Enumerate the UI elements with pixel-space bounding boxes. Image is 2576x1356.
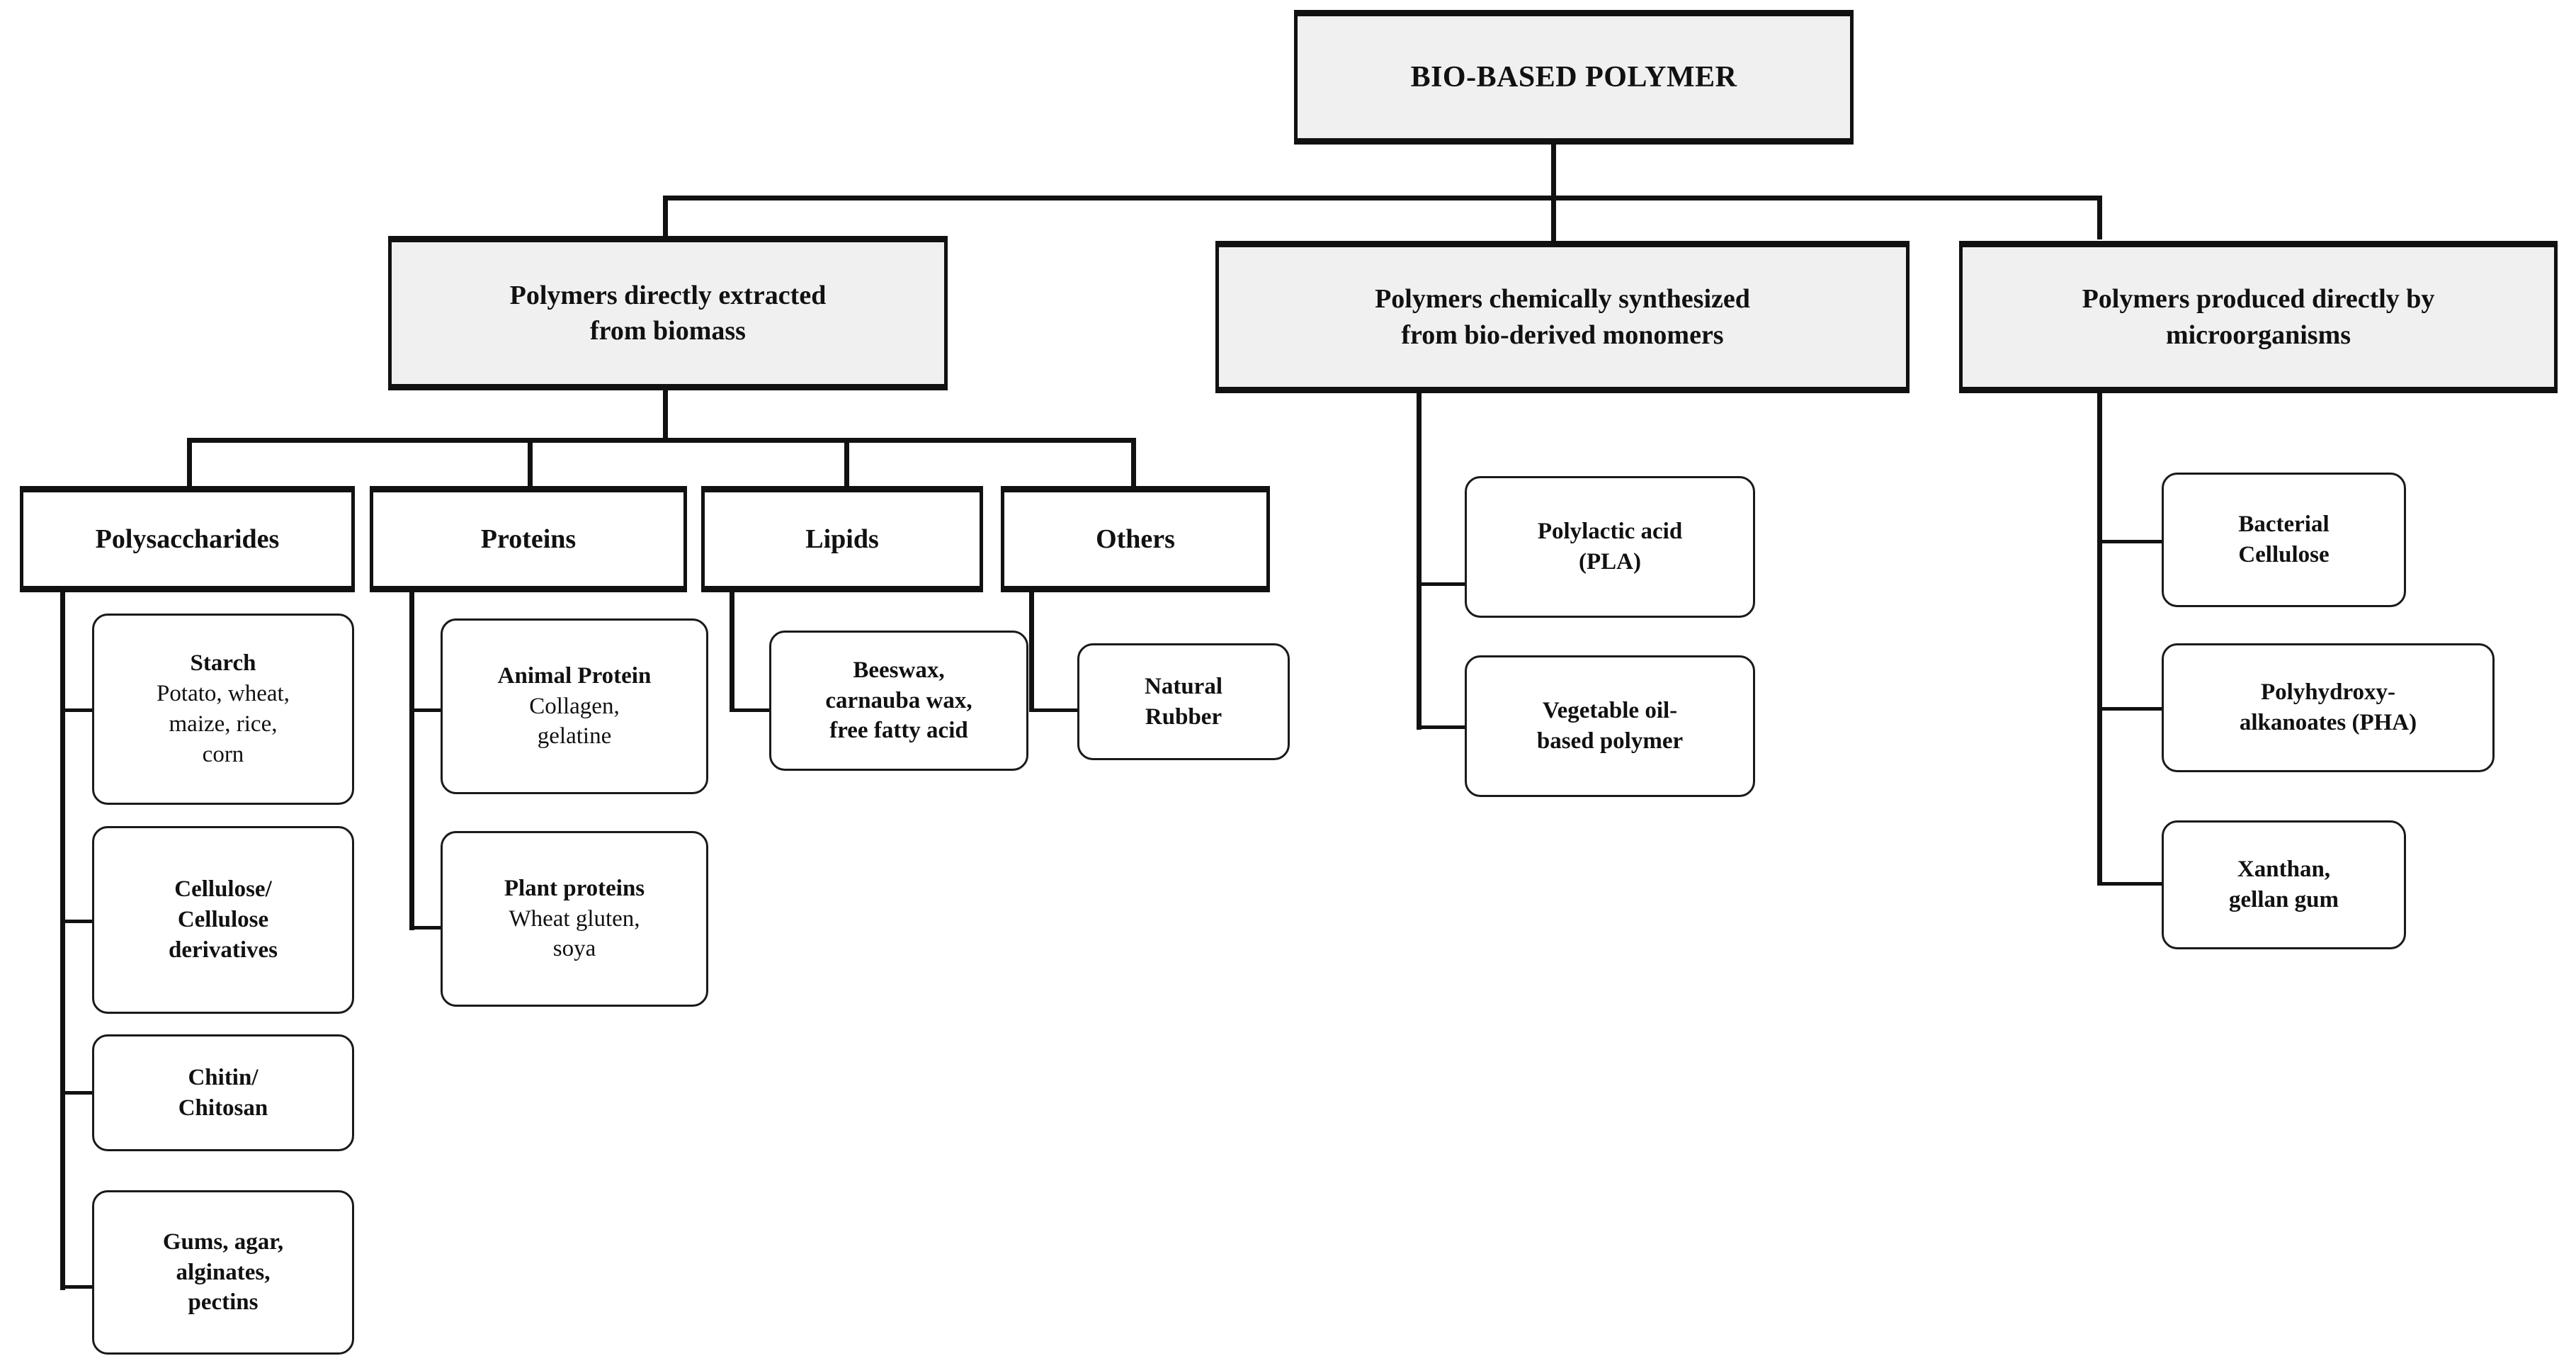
connector-spine-others	[1029, 590, 1034, 711]
leaf-starch[interactable]: Starch Potato, wheat, maize, rice, corn	[92, 614, 354, 805]
connector-stub-pla	[1417, 582, 1466, 586]
leaf-animal-protein-detail-line1: Collagen,	[529, 693, 620, 719]
leaf-plant-proteins[interactable]: Plant proteins Wheat gluten, soya	[441, 831, 708, 1007]
leaf-vegetable-oil-line1: Vegetable oil-	[1542, 698, 1678, 724]
leaf-plant-proteins-heading: Plant proteins	[504, 875, 645, 901]
leaf-beeswax-line1: Beeswax,	[853, 657, 945, 683]
leaf-polylactic-acid-line1: Polylactic acid	[1537, 519, 1683, 545]
connector-root-drop	[1551, 139, 1556, 200]
node-subcategory-others-label: Others	[1096, 524, 1175, 554]
leaf-animal-protein-detail-line2: gelatine	[537, 723, 612, 750]
leaf-starch-detail-line1: Potato, wheat,	[157, 681, 290, 707]
leaf-vegetable-oil-polymer[interactable]: Vegetable oil- based polymer	[1465, 655, 1755, 797]
connector-drop-polysaccharides	[187, 438, 192, 487]
node-subcategory-proteins[interactable]: Proteins	[370, 486, 687, 592]
leaf-plant-proteins-detail-line1: Wheat gluten,	[509, 905, 640, 932]
connector-stub-plant-proteins	[409, 926, 449, 930]
leaf-cellulose-line2: Cellulose	[177, 907, 269, 933]
leaf-gums-line2: alginates,	[176, 1259, 271, 1285]
connector-spine-polysaccharides	[60, 590, 65, 1290]
connector-stub-xanthan	[2097, 882, 2163, 886]
node-subcategory-proteins-label: Proteins	[480, 524, 577, 554]
connector-drop-others	[1131, 438, 1136, 487]
connector-stub-gums	[60, 1285, 100, 1289]
leaf-starch-detail-line3: corn	[202, 741, 244, 767]
connector-stub-starch	[60, 708, 100, 712]
leaf-starch-detail-line2: maize, rice,	[169, 711, 278, 737]
connector-drop-lipids	[844, 438, 849, 487]
leaf-natural-rubber[interactable]: Natural Rubber	[1077, 643, 1290, 760]
leaf-natural-rubber-line2: Rubber	[1145, 704, 1222, 730]
node-root-bio-based-polymer[interactable]: BIO-BASED POLYMER	[1294, 10, 1854, 145]
node-category-extracted-from-biomass[interactable]: Polymers directly extracted from biomass	[388, 236, 948, 390]
leaf-animal-protein-heading: Animal Protein	[497, 662, 652, 689]
node-subcategory-lipids-label: Lipids	[805, 524, 879, 554]
leaf-cellulose-line3: derivatives	[169, 937, 278, 963]
node-subcategory-others[interactable]: Others	[1001, 486, 1270, 592]
connector-spine-synthesized	[1417, 390, 1422, 730]
leaf-gums-line1: Gums, agar,	[162, 1228, 284, 1255]
connector-stub-chitin	[60, 1091, 100, 1095]
node-subcategory-polysaccharides-label: Polysaccharides	[95, 524, 280, 554]
node-category-produced-by-microorganisms[interactable]: Polymers produced directly by microorgan…	[1959, 241, 2558, 393]
connector-drop-cat2	[1551, 196, 1556, 244]
connector-spine-lipids	[730, 590, 734, 711]
leaf-cellulose[interactable]: Cellulose/ Cellulose derivatives	[92, 826, 354, 1014]
leaf-cellulose-line1: Cellulose/	[174, 876, 272, 903]
connector-spine-proteins	[409, 590, 414, 930]
leaf-bacterial-cellulose-line1: Bacterial	[2238, 512, 2330, 538]
connector-drop-cat3	[2097, 196, 2102, 239]
leaf-beeswax-line3: free fatty acid	[829, 718, 968, 744]
node-category-synthesized-line2: from bio-derived monomers	[1401, 320, 1724, 350]
node-subcategory-polysaccharides[interactable]: Polysaccharides	[20, 486, 355, 592]
leaf-plant-proteins-detail-line2: soya	[552, 936, 596, 962]
leaf-pha-line2: alkanoates (PHA)	[2239, 710, 2417, 735]
leaf-polylactic-acid-line2: (PLA)	[1579, 549, 1641, 575]
leaf-vegetable-oil-line2: based polymer	[1536, 728, 1684, 754]
leaf-beeswax[interactable]: Beeswax, carnauba wax, free fatty acid	[769, 631, 1028, 771]
node-category-chemically-synthesized[interactable]: Polymers chemically synthesized from bio…	[1215, 241, 1910, 393]
node-category-microorganisms-line1: Polymers produced directly by	[2082, 284, 2435, 315]
connector-stub-bacterial-cellulose	[2097, 540, 2163, 543]
connector-stub-natural-rubber	[1029, 708, 1079, 712]
connector-level2-bus	[187, 438, 1136, 443]
leaf-beeswax-line2: carnauba wax,	[825, 687, 972, 713]
connector-level1-bus	[663, 196, 2102, 200]
node-category-extracted-line1: Polymers directly extracted	[509, 280, 827, 310]
leaf-chitin-line1: Chitin/	[188, 1064, 259, 1090]
leaf-xanthan-gellan-gum[interactable]: Xanthan, gellan gum	[2162, 820, 2406, 949]
node-category-synthesized-line1: Polymers chemically synthesized	[1375, 284, 1750, 315]
leaf-natural-rubber-line1: Natural	[1145, 673, 1222, 699]
connector-stub-pha	[2097, 707, 2163, 711]
connector-drop-proteins	[528, 438, 533, 487]
leaf-pha-line1: Polyhydroxy-	[2260, 679, 2396, 706]
node-subcategory-lipids[interactable]: Lipids	[701, 486, 983, 592]
node-category-microorganisms-line2: microorganisms	[2165, 320, 2351, 350]
leaf-animal-protein[interactable]: Animal Protein Collagen, gelatine	[441, 618, 708, 794]
leaf-gums[interactable]: Gums, agar, alginates, pectins	[92, 1190, 354, 1355]
connector-drop-cat1	[663, 196, 668, 239]
leaf-starch-heading: Starch	[190, 650, 256, 677]
connector-stub-vegetable-oil	[1417, 725, 1466, 729]
leaf-gums-line3: pectins	[188, 1289, 259, 1316]
leaf-bacterial-cellulose[interactable]: Bacterial Cellulose	[2162, 473, 2406, 607]
leaf-polyhydroxyalkanoates[interactable]: Polyhydroxy- alkanoates (PHA)	[2162, 643, 2495, 772]
node-root-label: BIO-BASED POLYMER	[1410, 61, 1737, 94]
leaf-xanthan-line1: Xanthan,	[2237, 857, 2331, 883]
connector-stub-cellulose	[60, 920, 100, 923]
connector-spine-microorganisms	[2097, 390, 2102, 886]
leaf-bacterial-cellulose-line2: Cellulose	[2238, 542, 2330, 567]
leaf-xanthan-line2: gellan gum	[2229, 887, 2339, 913]
connector-stub-animal-protein	[409, 708, 449, 712]
connector-cat1-drop	[663, 386, 668, 441]
leaf-polylactic-acid[interactable]: Polylactic acid (PLA)	[1465, 476, 1755, 618]
leaf-chitin-line2: Chitosan	[178, 1095, 268, 1121]
leaf-chitin[interactable]: Chitin/ Chitosan	[92, 1034, 354, 1151]
node-category-extracted-line2: from biomass	[590, 316, 746, 346]
connector-stub-beeswax	[730, 708, 771, 712]
